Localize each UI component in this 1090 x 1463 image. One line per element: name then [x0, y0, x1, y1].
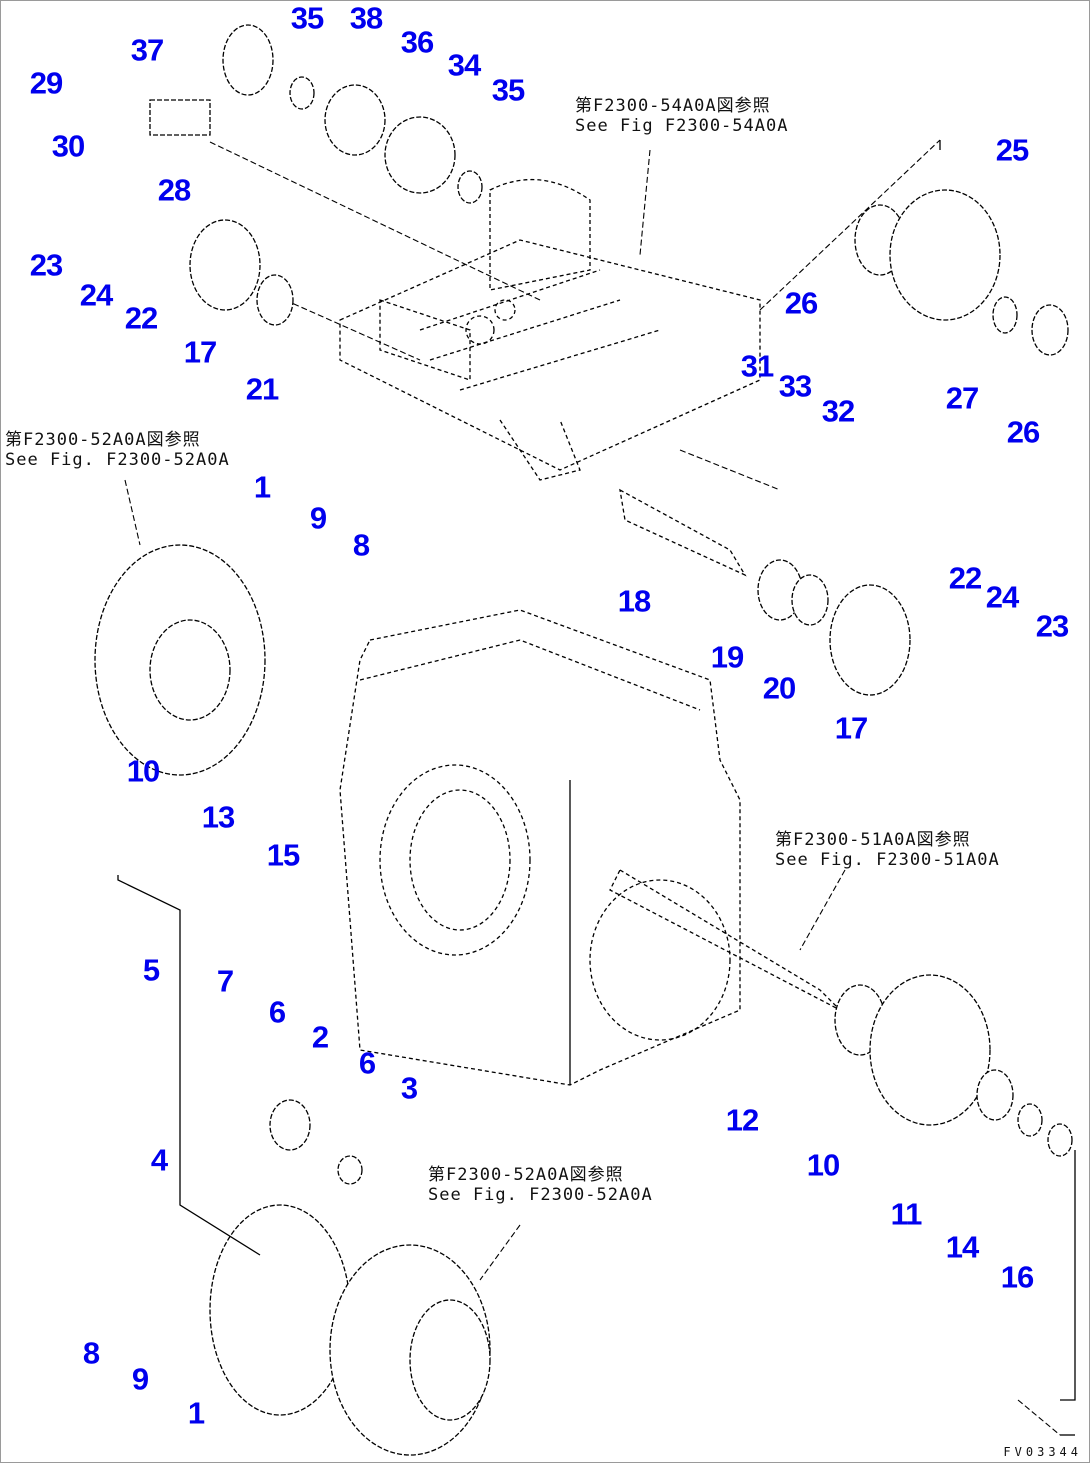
callout-15[interactable]: 15	[266, 837, 300, 873]
callout-29[interactable]: 29	[29, 65, 63, 101]
callout-6[interactable]: 6	[268, 994, 286, 1030]
reference-note-en[interactable]: See Fig. F2300-51A0A	[775, 850, 1000, 870]
callout-10[interactable]: 10	[806, 1147, 840, 1183]
callout-38[interactable]: 38	[349, 0, 383, 36]
shafts	[209, 141, 841, 1011]
reference-note-f2300-51a0a: 第F2300-51A0A図参照 See Fig. F2300-51A0A	[775, 830, 1000, 870]
callout-28[interactable]: 28	[157, 172, 191, 208]
reference-note-jp: 第F2300-54A0A図参照	[575, 96, 771, 116]
leader-lines	[117, 139, 1076, 1436]
upper-housing	[339, 179, 761, 481]
reference-note-f2300-52a0a-bottom: 第F2300-52A0A図参照 See Fig. F2300-52A0A	[428, 1165, 653, 1205]
transmission-case	[339, 609, 741, 1086]
callout-31[interactable]: 31	[740, 348, 774, 384]
callout-11[interactable]: 11	[890, 1196, 923, 1232]
callout-9[interactable]: 9	[131, 1361, 149, 1397]
callout-4[interactable]: 4	[150, 1142, 168, 1178]
callout-34[interactable]: 34	[447, 47, 481, 83]
reference-note-en[interactable]: See Fig F2300-54A0A	[575, 116, 789, 136]
callout-19[interactable]: 19	[710, 639, 744, 675]
callout-35[interactable]: 35	[290, 0, 324, 36]
callout-18[interactable]: 18	[617, 583, 651, 619]
callout-23[interactable]: 23	[1035, 608, 1069, 644]
callout-21[interactable]: 21	[245, 371, 279, 407]
callout-22[interactable]: 22	[124, 300, 158, 336]
callout-17[interactable]: 17	[183, 334, 217, 370]
callout-12[interactable]: 12	[725, 1102, 759, 1138]
callout-36[interactable]: 36	[400, 24, 434, 60]
callout-35[interactable]: 35	[491, 72, 525, 108]
gear-parts	[94, 24, 1073, 1456]
callout-30[interactable]: 30	[51, 128, 85, 164]
callout-26[interactable]: 26	[784, 285, 818, 321]
callout-24[interactable]: 24	[985, 579, 1019, 615]
callout-1[interactable]: 1	[187, 1395, 205, 1431]
callout-32[interactable]: 32	[821, 393, 855, 429]
reference-note-jp: 第F2300-52A0A図参照	[5, 430, 201, 450]
reference-note-f2300-54a0a: 第F2300-54A0A図参照 See Fig F2300-54A0A	[575, 96, 788, 136]
callout-8[interactable]: 8	[82, 1335, 100, 1371]
reference-note-en[interactable]: See Fig. F2300-52A0A	[428, 1185, 653, 1205]
callout-7[interactable]: 7	[216, 963, 234, 999]
callout-20[interactable]: 20	[762, 670, 796, 706]
callout-5[interactable]: 5	[142, 952, 160, 988]
callout-16[interactable]: 16	[1000, 1259, 1034, 1295]
reference-note-f2300-52a0a-top: 第F2300-52A0A図参照 See Fig. F2300-52A0A	[5, 430, 230, 470]
callout-8[interactable]: 8	[352, 527, 370, 563]
reference-note-jp: 第F2300-52A0A図参照	[428, 1165, 624, 1185]
callout-25[interactable]: 25	[995, 132, 1029, 168]
callout-14[interactable]: 14	[945, 1229, 979, 1265]
callout-27[interactable]: 27	[945, 380, 979, 416]
callout-10[interactable]: 10	[126, 753, 160, 789]
callout-2[interactable]: 2	[311, 1019, 329, 1055]
callout-13[interactable]: 13	[201, 799, 235, 835]
callout-24[interactable]: 24	[79, 277, 113, 313]
callout-6[interactable]: 6	[358, 1045, 376, 1081]
callout-1[interactable]: 1	[253, 469, 271, 505]
callout-3[interactable]: 3	[400, 1070, 418, 1106]
reference-note-en[interactable]: See Fig. F2300-52A0A	[5, 450, 230, 470]
reference-note-jp: 第F2300-51A0A図参照	[775, 830, 971, 850]
callout-22[interactable]: 22	[948, 560, 982, 596]
callout-23[interactable]: 23	[29, 247, 63, 283]
callout-37[interactable]: 37	[130, 32, 164, 68]
callout-17[interactable]: 17	[834, 710, 868, 746]
callout-26[interactable]: 26	[1006, 414, 1040, 450]
callout-33[interactable]: 33	[778, 368, 812, 404]
callout-9[interactable]: 9	[309, 500, 327, 536]
figure-id: FV03344	[1003, 1445, 1082, 1459]
